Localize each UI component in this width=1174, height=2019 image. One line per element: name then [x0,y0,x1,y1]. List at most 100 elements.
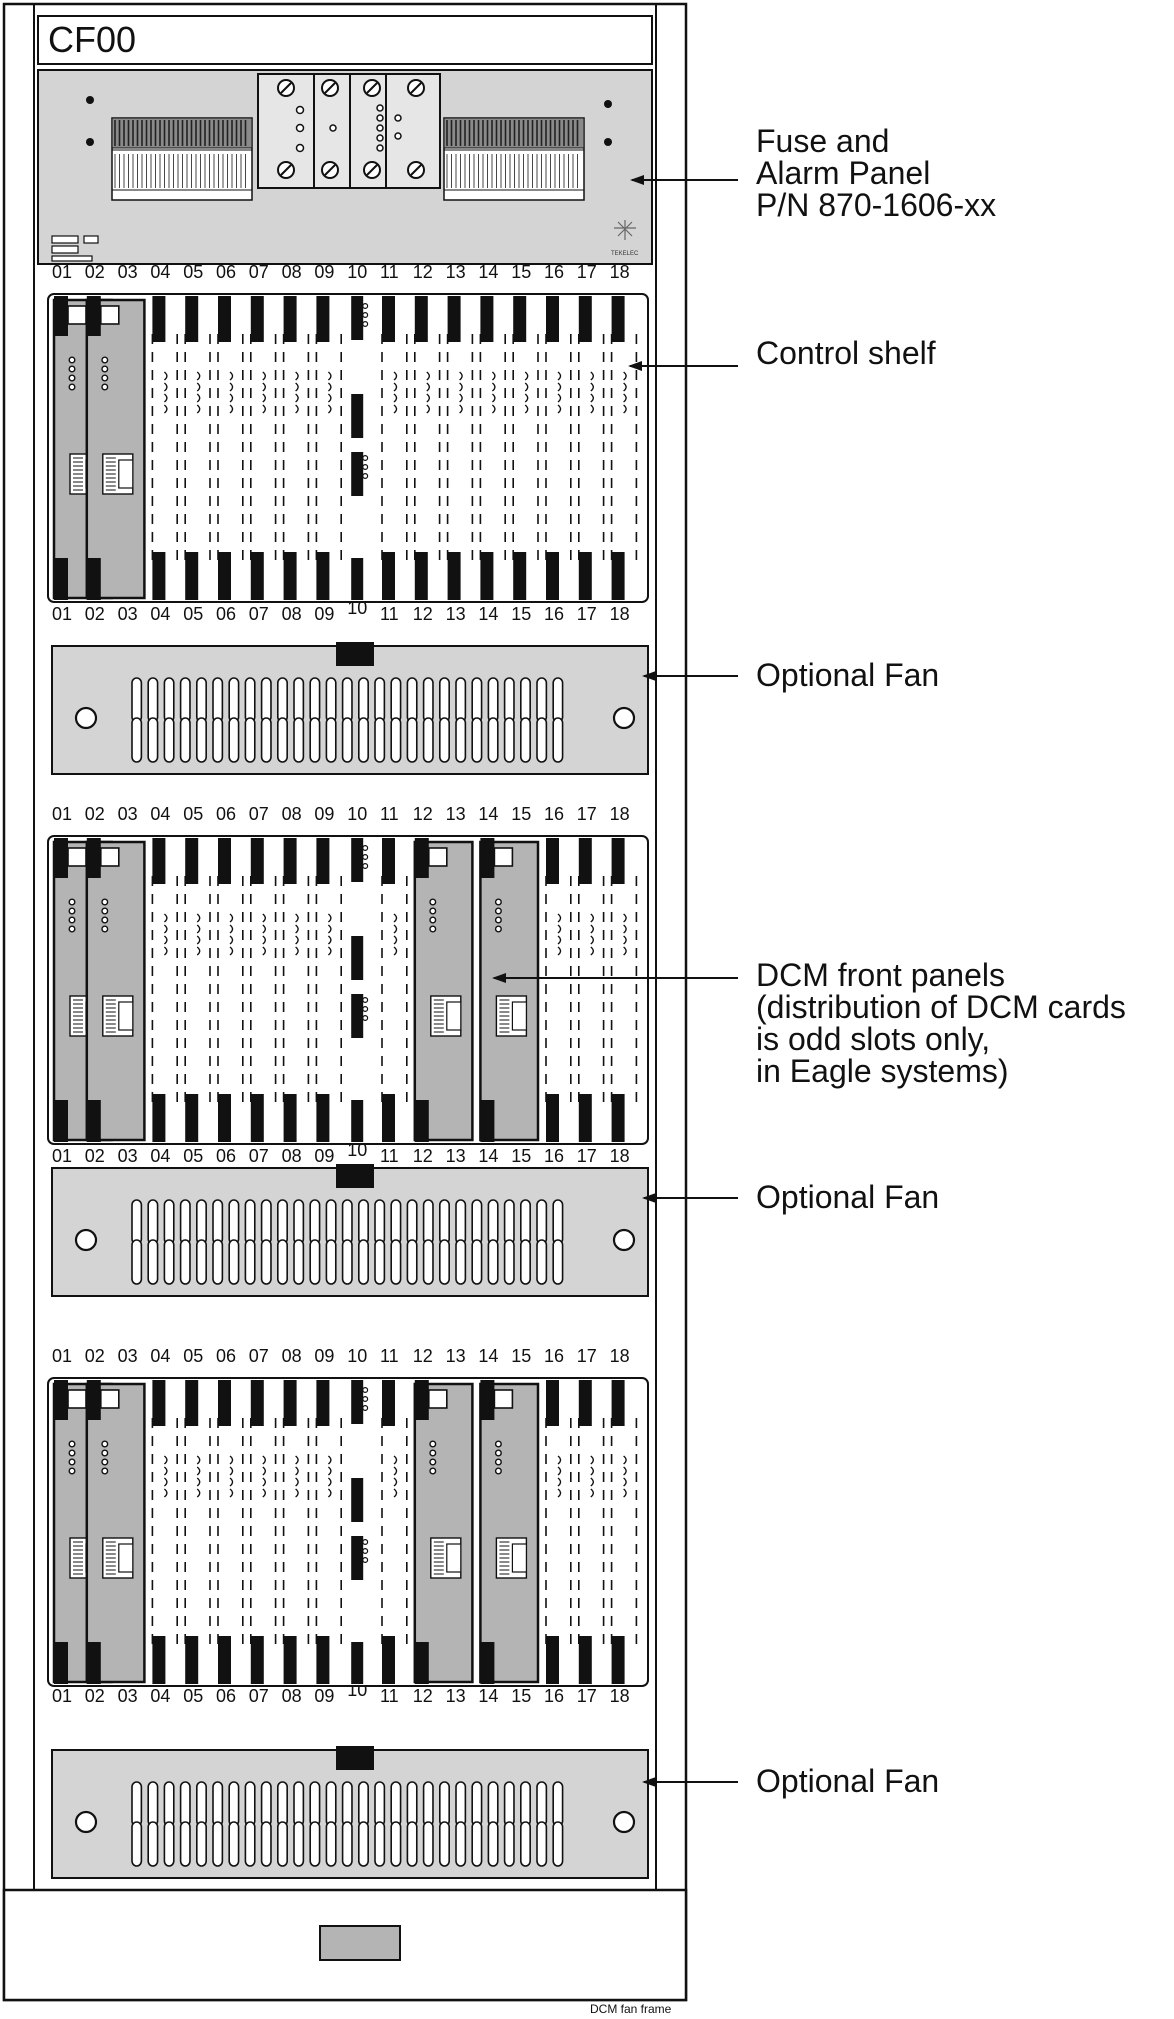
slot-number: 01 [52,262,72,282]
slot-10-interface [351,838,369,1142]
slot-10-interface [351,296,369,600]
slot-number: 07 [249,262,269,282]
slot-number: 03 [118,604,138,624]
slot-number: 05 [183,604,203,624]
empty-slot [315,1380,343,1684]
fuse-alarm-panel: TEKELEC [37,69,653,265]
empty-slot [151,1380,178,1684]
slot-number: 11 [380,604,399,624]
slot-number: 13 [446,1346,466,1366]
empty-slot [184,1380,211,1684]
empty-slot [250,838,277,1142]
slot-number: 03 [118,804,138,824]
slot-number: 09 [314,262,334,282]
empty-slot [577,838,605,1142]
fan-screw [612,706,636,730]
slot-number: 03 [118,1346,138,1366]
slot-number: 14 [478,1686,498,1706]
callout-fan-1: Optional Fan [642,657,939,693]
callout-dcm-panels: DCM front panels (distribution of DCM ca… [492,957,1126,1089]
slot-number: 08 [282,804,302,824]
slot-number: 07 [249,1346,269,1366]
slot-number: 14 [478,1346,498,1366]
empty-slot [545,838,572,1142]
slot-number: 18 [610,1686,630,1706]
callout-fan-2: Optional Fan [642,1179,939,1215]
empty-slot [610,296,638,600]
slot-number: 04 [150,604,170,624]
slot-number: 10 [347,804,367,824]
slot-number: 10 [347,262,367,282]
empty-slot [250,296,277,600]
fan-latch [336,1746,374,1770]
slot-number: 14 [478,604,498,624]
slot-number: 08 [282,604,302,624]
slot-number: 15 [511,1146,531,1166]
optional-fan [51,642,649,775]
tekelec-logo: TEKELEC [611,220,639,257]
slot-number: 11 [380,1686,399,1706]
slot-number: 08 [282,262,302,282]
fan-screw [612,1810,636,1834]
empty-slot [545,296,572,600]
slot-number: 04 [150,1686,170,1706]
fan-screw [74,1810,98,1834]
slot-number: 06 [216,604,236,624]
slot-number: 07 [249,604,269,624]
slot-number: 11 [380,1146,399,1166]
slot-number: 17 [577,804,597,824]
slot-number: 18 [610,1146,630,1166]
slot-number: 05 [183,1346,203,1366]
callout-fan-1-label: Optional Fan [756,657,939,693]
empty-slot [282,1380,310,1684]
empty-slot [217,1380,244,1684]
slot-number: 16 [544,262,564,282]
optional-fan [51,1164,649,1297]
fan-screw [74,706,98,730]
slot-number: 17 [577,262,597,282]
slot-number: 17 [577,1686,597,1706]
slot-number: 18 [610,604,630,624]
slot-number: 18 [610,1346,630,1366]
empty-slot [282,838,310,1142]
slot-number: 05 [183,1146,203,1166]
slot-number: 05 [183,262,203,282]
slot-number: 17 [577,1346,597,1366]
empty-slot [413,296,441,600]
slot-number: 14 [478,804,498,824]
slot-number: 01 [52,1346,72,1366]
dcm-card [413,1380,474,1684]
slot-number: 16 [544,1686,564,1706]
slot-number: 16 [544,1146,564,1166]
slot-number: 03 [118,262,138,282]
slot-number: 11 [380,1346,399,1366]
fan-screw [612,1228,636,1252]
empty-slot [315,838,343,1142]
slot-number: 10 [347,1346,367,1366]
title-box [37,15,653,65]
empty-slot [577,1380,605,1684]
slot-number: 13 [446,804,466,824]
empty-slot [282,296,310,600]
empty-slot [151,296,178,600]
empty-slot [381,838,408,1142]
slot-number: 07 [249,1146,269,1166]
slot-number: 08 [282,1346,302,1366]
slot-number: 04 [150,804,170,824]
slot-10-interface [351,1380,369,1684]
slot-number: 07 [249,804,269,824]
empty-slot [217,296,244,600]
frame-title: CF00 [48,19,136,60]
empty-slot [250,1380,277,1684]
empty-slot [184,296,211,600]
slot-number: 14 [478,262,498,282]
slot-number: 13 [446,604,466,624]
slot-number: 15 [511,604,531,624]
slot-number: 16 [544,1346,564,1366]
slot-number: 15 [511,804,531,824]
slot-number: 12 [413,262,433,282]
fan-latch [336,642,374,666]
slot-number: 09 [314,1146,334,1166]
fuse-block-right [443,117,585,201]
